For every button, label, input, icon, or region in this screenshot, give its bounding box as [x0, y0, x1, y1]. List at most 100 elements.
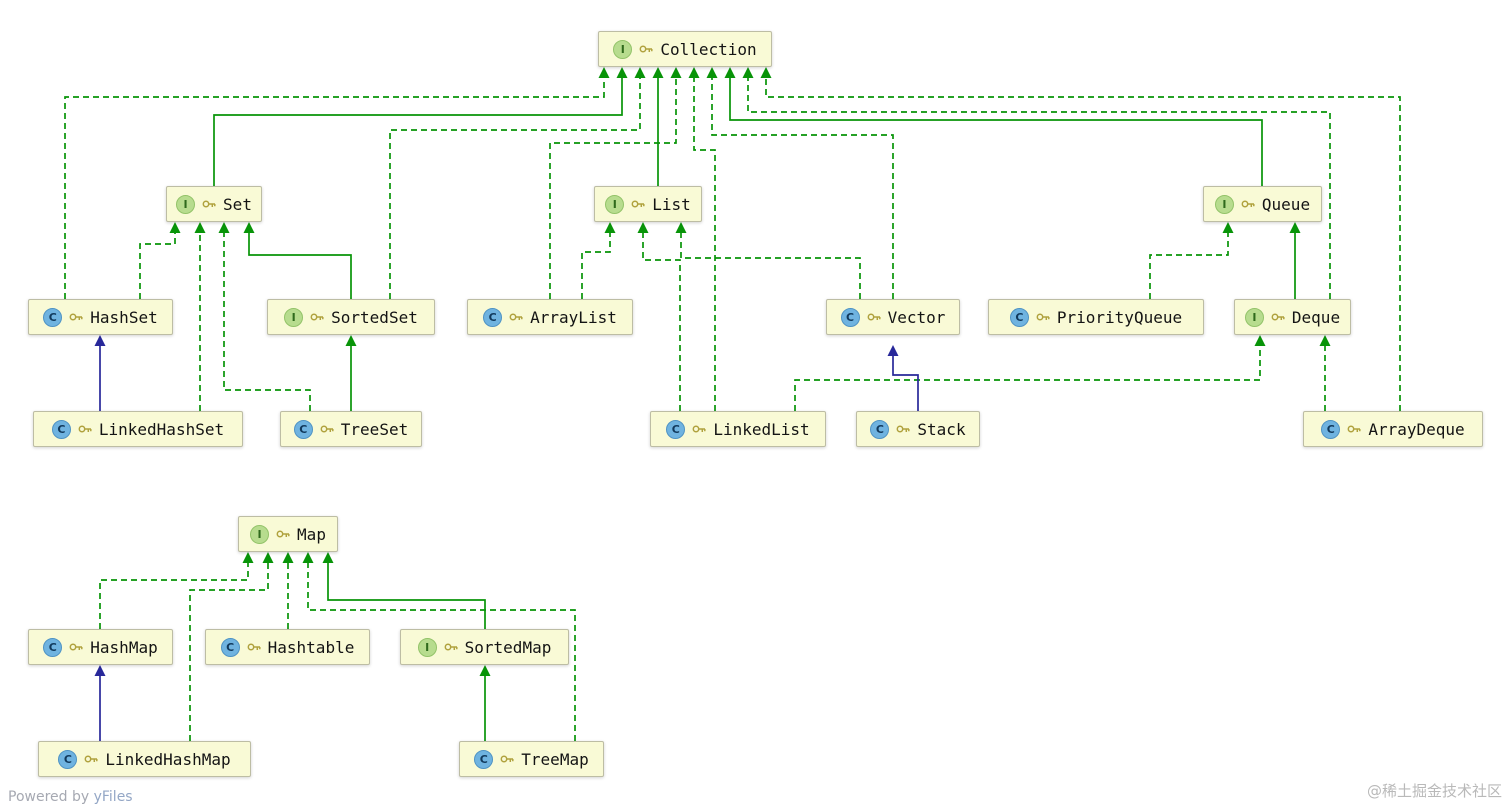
juejin-watermark: @稀土掘金技术社区: [1366, 782, 1502, 800]
key-icon: [310, 312, 324, 322]
key-icon: [631, 199, 645, 209]
edge-stack-vector: [887, 345, 919, 411]
key-icon: [896, 424, 910, 434]
node-linkedhashmap[interactable]: C LinkedHashMap: [38, 741, 251, 777]
edge-priorityqueue-queue: [1149, 222, 1234, 299]
edge-sortedmap-map: [322, 552, 486, 629]
node-collection[interactable]: I Collection: [598, 31, 772, 67]
edge-treemap-map: [302, 552, 576, 741]
inheritance-arrowhead: [675, 222, 687, 233]
node-label: PriorityQueue: [1056, 307, 1183, 327]
key-icon: [444, 642, 458, 652]
node-label: TreeSet: [340, 419, 409, 439]
inheritance-arrowhead: [1289, 222, 1301, 233]
inheritance-arrowhead: [670, 67, 682, 78]
edge-sortedset-set: [243, 222, 352, 299]
node-treeset[interactable]: C TreeSet: [280, 411, 422, 447]
edge-arraydeque-collection: [760, 67, 1401, 411]
inheritance-arrowhead: [598, 67, 610, 78]
inheritance-arrowhead: [242, 552, 254, 563]
edge-queue-collection: [724, 67, 1263, 186]
node-label: ArrayList: [530, 307, 617, 327]
edge-treeset-set: [218, 222, 311, 411]
inheritance-arrowhead: [302, 552, 314, 563]
inheritance-arrowhead: [479, 665, 491, 676]
node-label: Deque: [1291, 307, 1341, 327]
edge-linkedlist-collection: [688, 67, 716, 411]
node-deque[interactable]: I Deque: [1234, 299, 1351, 335]
class-icon: C: [293, 419, 313, 439]
edge-treeset-sortedset: [345, 335, 357, 411]
class-icon: C: [666, 419, 686, 439]
inheritance-arrowhead: [1222, 222, 1234, 233]
key-icon: [69, 312, 83, 322]
key-icon: [1241, 199, 1255, 209]
key-icon: [1347, 424, 1361, 434]
node-label: Set: [223, 194, 252, 214]
inheritance-arrowhead: [94, 335, 106, 346]
class-icon: C: [220, 637, 240, 657]
inheritance-arrowhead: [742, 67, 754, 78]
node-hashmap[interactable]: C HashMap: [28, 629, 173, 665]
key-icon: [1036, 312, 1050, 322]
edge-deque-queue: [1289, 222, 1301, 299]
class-icon: C: [1321, 419, 1341, 439]
node-label: LinkedHashSet: [98, 419, 225, 439]
node-label: Collection: [660, 39, 757, 59]
inheritance-arrowhead: [637, 222, 649, 233]
edge-hashmap-map: [99, 552, 254, 629]
class-icon: C: [43, 307, 63, 327]
node-label: HashMap: [90, 637, 158, 657]
key-icon: [276, 529, 290, 539]
edge-treemap-sortedmap: [479, 665, 491, 741]
key-icon: [202, 199, 216, 209]
edge-arraydeque-deque: [1319, 335, 1331, 411]
inheritance-arrowhead: [616, 67, 628, 78]
node-label: SortedSet: [331, 307, 418, 327]
key-icon: [78, 424, 92, 434]
key-icon: [639, 44, 653, 54]
node-label: Hashtable: [267, 637, 355, 657]
node-label: TreeMap: [521, 749, 589, 769]
node-hashtable[interactable]: C Hashtable: [205, 629, 370, 665]
powered-by-yfiles[interactable]: Powered by yFiles: [8, 789, 133, 805]
node-label: Queue: [1261, 194, 1311, 214]
inheritance-arrowhead: [706, 67, 718, 78]
inheritance-arrowhead: [243, 222, 255, 233]
inheritance-arrowhead: [688, 67, 700, 78]
node-label: SortedMap: [464, 637, 552, 657]
node-label: LinkedHashMap: [105, 749, 231, 769]
yfiles-link[interactable]: yFiles: [93, 789, 133, 805]
interface-icon: I: [1244, 307, 1264, 327]
class-icon: C: [58, 749, 78, 769]
node-set[interactable]: I Set: [166, 186, 262, 222]
node-label: LinkedList: [713, 419, 810, 439]
interface-icon: I: [613, 39, 633, 59]
key-icon: [320, 424, 334, 434]
key-icon: [69, 642, 83, 652]
inheritance-arrowhead: [604, 222, 616, 233]
key-icon: [247, 642, 261, 652]
inheritance-arrowhead: [262, 552, 274, 563]
node-linkedlist[interactable]: C LinkedList: [650, 411, 826, 447]
interface-icon: I: [176, 194, 196, 214]
class-icon: C: [43, 637, 63, 657]
key-icon: [509, 312, 523, 322]
inheritance-arrowhead: [887, 345, 899, 356]
edge-linkedlist-list: [637, 222, 681, 411]
node-label: Map: [297, 524, 326, 544]
